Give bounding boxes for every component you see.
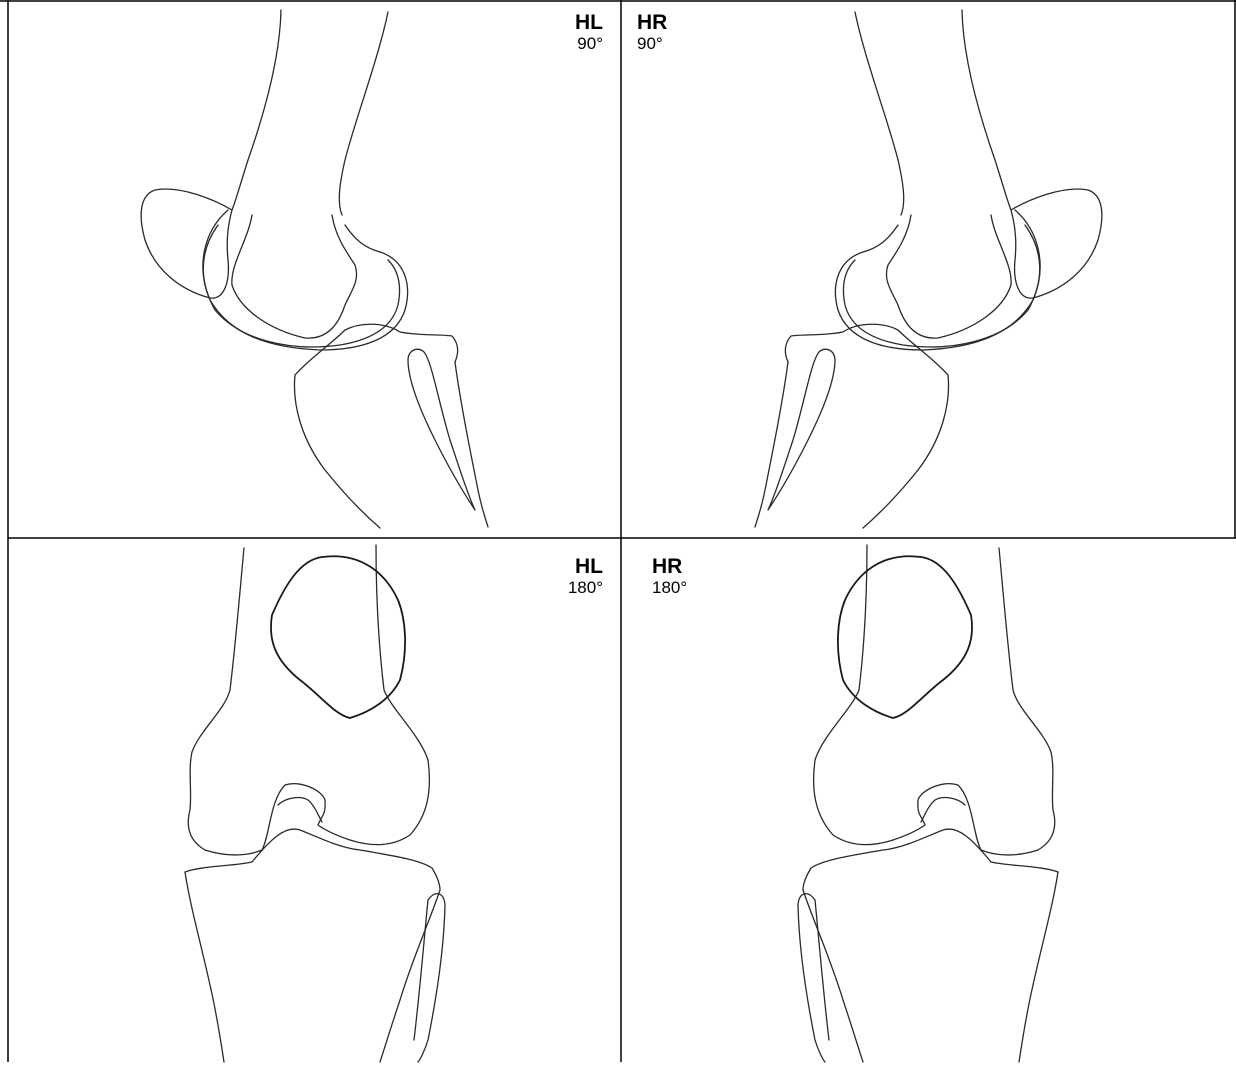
tibia-anterior <box>294 375 380 528</box>
tibia-medial-border <box>380 890 440 1062</box>
panel-label-bottom-right: HR 180° <box>652 556 687 596</box>
panel-angle: 90° <box>575 35 603 52</box>
intercondylar-notch <box>262 784 350 850</box>
femur-shaft-anterior <box>232 10 281 210</box>
notch-inner <box>278 798 322 822</box>
tibia-plateau-frontal <box>185 829 440 890</box>
frontal-knee-left-180 <box>185 545 445 1062</box>
panel-angle: 180° <box>652 579 687 596</box>
panel-label-top-left: HL 90° <box>575 12 603 52</box>
panel-code: HL <box>575 12 603 33</box>
panel-label-bottom-left: HL 180° <box>568 556 603 596</box>
femoral-condyle-inner <box>232 215 357 338</box>
lateral-knee-left-90 <box>141 10 488 528</box>
tibia-lateral-border <box>185 872 224 1062</box>
femur-shaft-posterior <box>339 12 388 215</box>
patella <box>141 189 232 298</box>
frontal-knee-right-180 <box>798 545 1058 1062</box>
panel-angle: 90° <box>637 35 667 52</box>
femoral-condyle-outer <box>203 210 408 350</box>
lateral-knee-right-90 <box>755 10 1102 528</box>
panel-angle: 180° <box>568 579 603 596</box>
panel-code: HR <box>652 556 687 577</box>
patella-frontal <box>271 556 405 718</box>
panel-code: HR <box>637 12 667 33</box>
panel-label-top-right: HR 90° <box>637 12 667 52</box>
panel-code: HL <box>568 556 603 577</box>
femur-shaft-lateral <box>188 548 262 855</box>
fibula <box>408 349 475 510</box>
